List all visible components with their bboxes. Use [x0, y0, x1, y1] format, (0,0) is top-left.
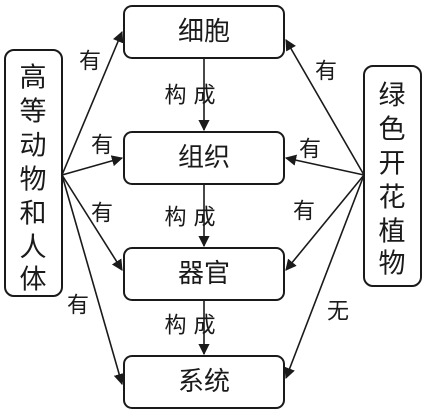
- left-group-char: 体: [20, 265, 47, 296]
- compose-label: 构 成: [165, 314, 216, 339]
- level-label: 器官: [178, 259, 230, 289]
- right-edge-arrow: [284, 154, 365, 176]
- right-edge-arrow: [285, 39, 365, 176]
- right-group-name: 绿 色 开 花 植 物: [379, 81, 406, 280]
- right-edge-arrow: [284, 174, 365, 380]
- left-edge-arrow: [61, 155, 124, 176]
- level-label: 组织: [178, 143, 230, 173]
- right-edge-label: 有: [315, 60, 337, 85]
- left-group-name: 高 等 动 物 和 人 体: [20, 63, 47, 296]
- right-group-char: 绿: [379, 81, 406, 112]
- compose-label: 构 成: [165, 84, 216, 109]
- right-edge-label: 有: [299, 138, 321, 163]
- level-organ: 器官: [123, 247, 285, 301]
- right-edge-arrow: [285, 174, 365, 271]
- left-edge-label: 有: [91, 134, 113, 159]
- level-system: 系统: [123, 355, 285, 409]
- right-edge-label: 有: [293, 200, 315, 225]
- level-label: 系统: [178, 367, 230, 397]
- right-group-char: 开: [379, 149, 406, 180]
- right-edge-label: 无: [327, 300, 349, 325]
- compose-label: 构 成: [165, 206, 216, 231]
- left-group-char: 和: [20, 199, 47, 230]
- right-group-char: 植: [379, 217, 406, 248]
- left-edge-arrow: [61, 174, 123, 271]
- left-edge-arrow: [61, 30, 124, 176]
- left-group-char: 人: [20, 233, 47, 264]
- left-group-char: 物: [20, 165, 47, 196]
- left-edge-label: 有: [79, 50, 101, 75]
- level-label: 细胞: [178, 17, 230, 47]
- right-group-char: 物: [379, 249, 406, 280]
- right-group-char: 色: [379, 115, 406, 146]
- left-group-char: 高: [20, 63, 47, 94]
- left-edge-arrow: [61, 174, 125, 386]
- left-group-char: 动: [20, 131, 47, 162]
- right-group-char: 花: [379, 183, 406, 214]
- level-tissue: 组织: [123, 131, 285, 185]
- left-edge-label: 有: [67, 294, 89, 319]
- left-group-char: 等: [20, 97, 47, 128]
- left-edge-label: 有: [91, 202, 113, 227]
- level-cell: 细胞: [123, 5, 285, 59]
